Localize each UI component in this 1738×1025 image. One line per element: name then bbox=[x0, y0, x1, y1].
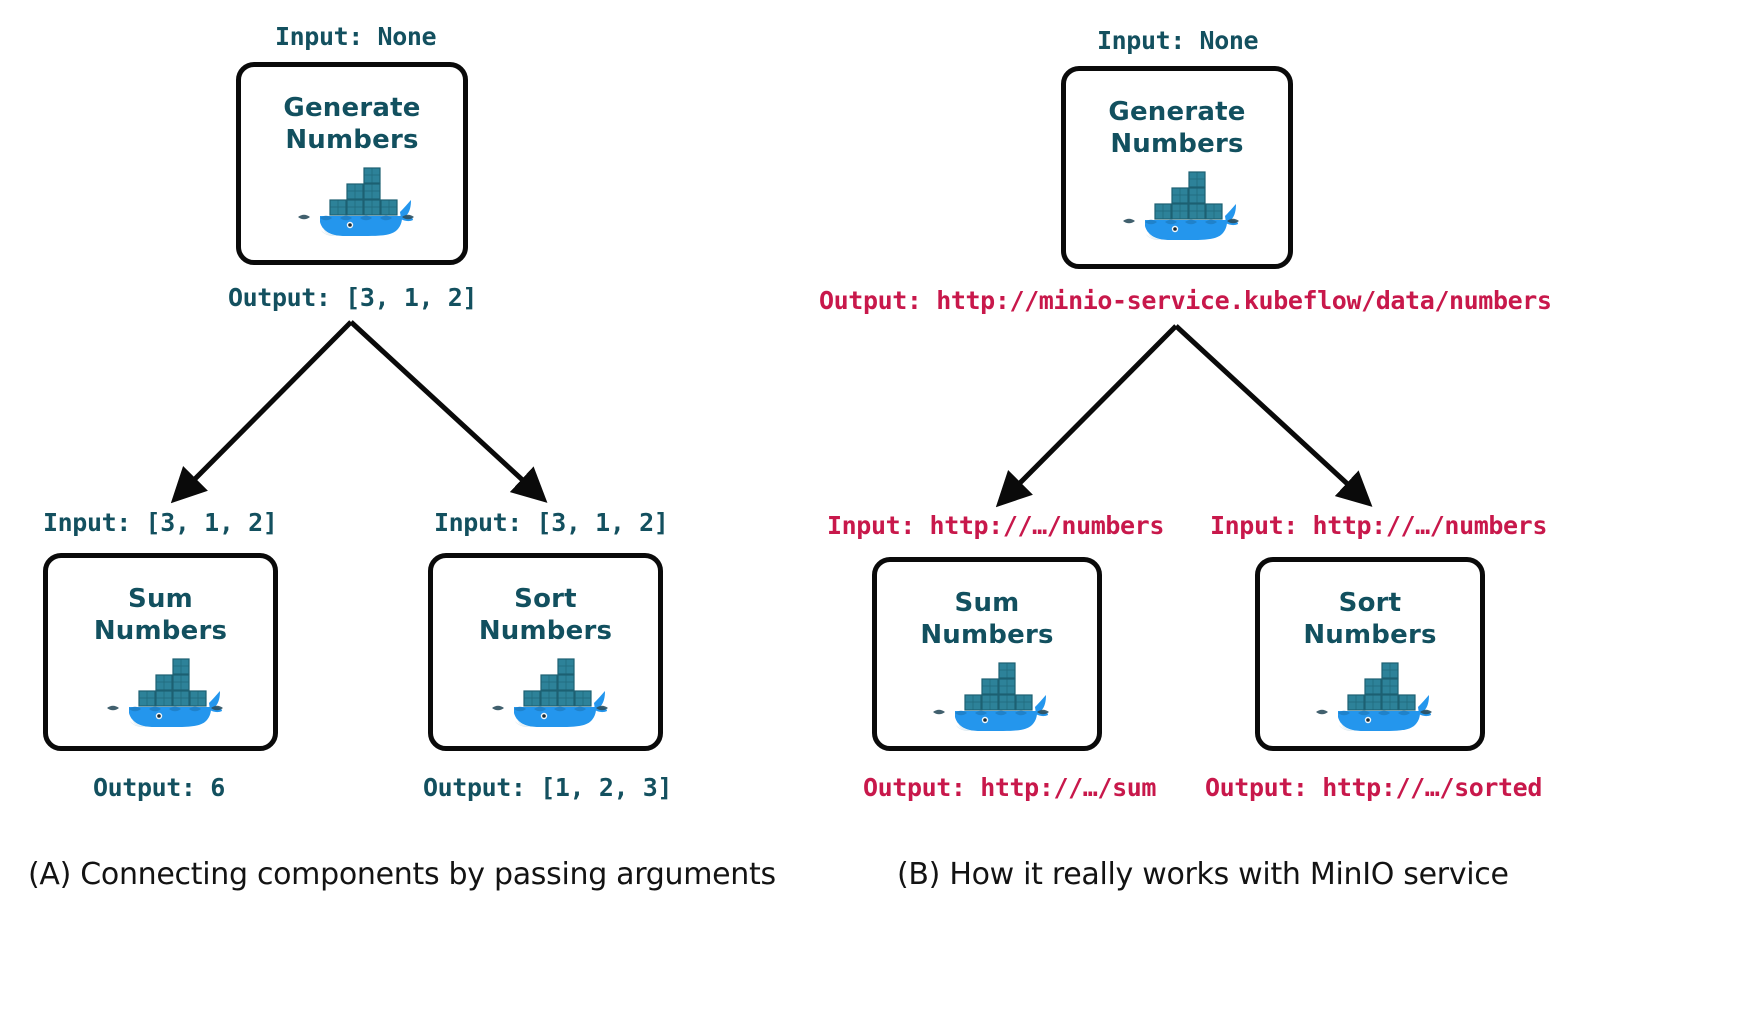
docker-whale-icon bbox=[290, 162, 414, 240]
edge-generate-to-sort bbox=[1174, 324, 1373, 507]
node-sort[interactable]: Sort Numbers bbox=[428, 553, 663, 751]
edge-generate-to-sum bbox=[170, 320, 353, 504]
node-generate-title: Generate Numbers bbox=[1108, 97, 1246, 159]
edge-generate-to-sum bbox=[995, 324, 1178, 508]
sort-output-label: Output: http://…/sorted bbox=[1205, 773, 1542, 802]
node-generate[interactable]: Generate Numbers bbox=[236, 62, 468, 265]
node-sum-title: Sum Numbers bbox=[93, 584, 228, 646]
sum-input-label: Input: [3, 1, 2] bbox=[43, 508, 278, 537]
node-sum[interactable]: Sum Numbers bbox=[43, 553, 278, 751]
panel-a: Input: None Generate Numbers bbox=[28, 22, 776, 892]
generate-output-label: Output: [3, 1, 2] bbox=[228, 283, 478, 312]
sum-output-label: Output: 6 bbox=[93, 773, 225, 802]
panel-b: Input: None Generate Numbers bbox=[819, 0, 1738, 1025]
sort-output-label: Output: [1, 2, 3] bbox=[423, 773, 673, 802]
node-sort-title: Sort Numbers bbox=[478, 584, 613, 646]
panel-a-caption: (A) Connecting components by passing arg… bbox=[28, 857, 776, 892]
docker-whale-icon bbox=[925, 657, 1049, 735]
edge-generate-to-sort bbox=[349, 320, 548, 503]
sort-input-label: Input: http://…/numbers bbox=[1210, 511, 1547, 540]
panel-b-caption: (B) How it really works with MinIO servi… bbox=[897, 857, 1509, 892]
node-sum[interactable]: Sum Numbers bbox=[872, 557, 1102, 751]
docker-whale-icon bbox=[1308, 657, 1432, 735]
node-sort-title: Sort Numbers bbox=[1303, 588, 1437, 650]
generate-input-label: Input: None bbox=[1097, 26, 1259, 55]
generate-output-label: Output: http://minio-service.kubeflow/da… bbox=[819, 286, 1552, 315]
docker-whale-icon bbox=[1115, 166, 1239, 244]
sum-input-label: Input: http://…/numbers bbox=[827, 511, 1164, 540]
node-sum-title: Sum Numbers bbox=[920, 588, 1054, 650]
sort-input-label: Input: [3, 1, 2] bbox=[434, 508, 669, 537]
docker-whale-icon bbox=[484, 653, 608, 731]
docker-whale-icon bbox=[99, 653, 223, 731]
sum-output-label: Output: http://…/sum bbox=[863, 773, 1157, 802]
node-sort[interactable]: Sort Numbers bbox=[1255, 557, 1485, 751]
generate-input-label: Input: None bbox=[275, 22, 437, 51]
node-generate[interactable]: Generate Numbers bbox=[1061, 66, 1293, 269]
node-generate-title: Generate Numbers bbox=[283, 93, 421, 155]
